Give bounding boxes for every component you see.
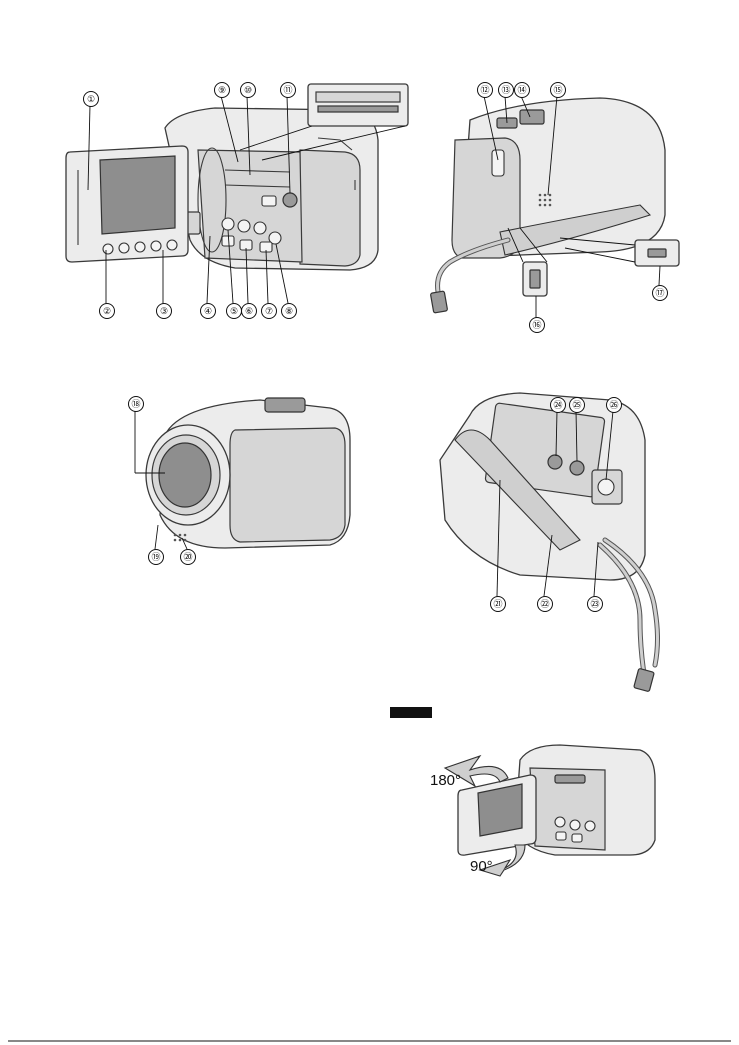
callout-8: ⑧ xyxy=(281,303,297,319)
callout-3: ③ xyxy=(156,303,172,319)
callout-13: ⑬ xyxy=(498,82,514,98)
callout-4: ④ xyxy=(200,303,216,319)
callout-2: ② xyxy=(99,303,115,319)
lcd-rotation-arrows-icon xyxy=(445,745,655,876)
note-label xyxy=(390,707,432,718)
callout-22: ㉒ xyxy=(537,596,553,612)
callout-26: ㉖ xyxy=(606,397,622,413)
callout-15: ⑮ xyxy=(550,82,566,98)
camcorder-lens-front-icon xyxy=(135,398,350,549)
callout-7: ⑦ xyxy=(261,303,277,319)
callout-18: ⑱ xyxy=(128,396,144,412)
callout-16: ⑯ xyxy=(529,317,545,333)
callout-23: ㉓ xyxy=(587,596,603,612)
callout-20: ⑳ xyxy=(180,549,196,565)
callout-10: ⑩ xyxy=(240,82,256,98)
rotation-90-label: 90° xyxy=(470,858,493,875)
callout-19: ⑲ xyxy=(148,549,164,565)
callout-25: ㉕ xyxy=(569,397,585,413)
camcorder-bottom-icon xyxy=(440,393,658,692)
rotation-180-label: 180° xyxy=(430,772,461,789)
callout-21: ㉑ xyxy=(490,596,506,612)
callout-11: ⑪ xyxy=(280,82,296,98)
callout-5: ⑤ xyxy=(226,303,242,319)
camcorder-front-open-lcd-icon xyxy=(66,84,408,303)
callout-12: ⑫ xyxy=(477,82,493,98)
callout-6: ⑥ xyxy=(241,303,257,319)
callout-17: ⑰ xyxy=(652,285,668,301)
callout-1: ① xyxy=(83,91,99,107)
camcorder-rear-icon xyxy=(430,96,679,317)
callout-24: ㉔ xyxy=(550,397,566,413)
callout-9: ⑨ xyxy=(214,82,230,98)
callout-14: ⑭ xyxy=(514,82,530,98)
